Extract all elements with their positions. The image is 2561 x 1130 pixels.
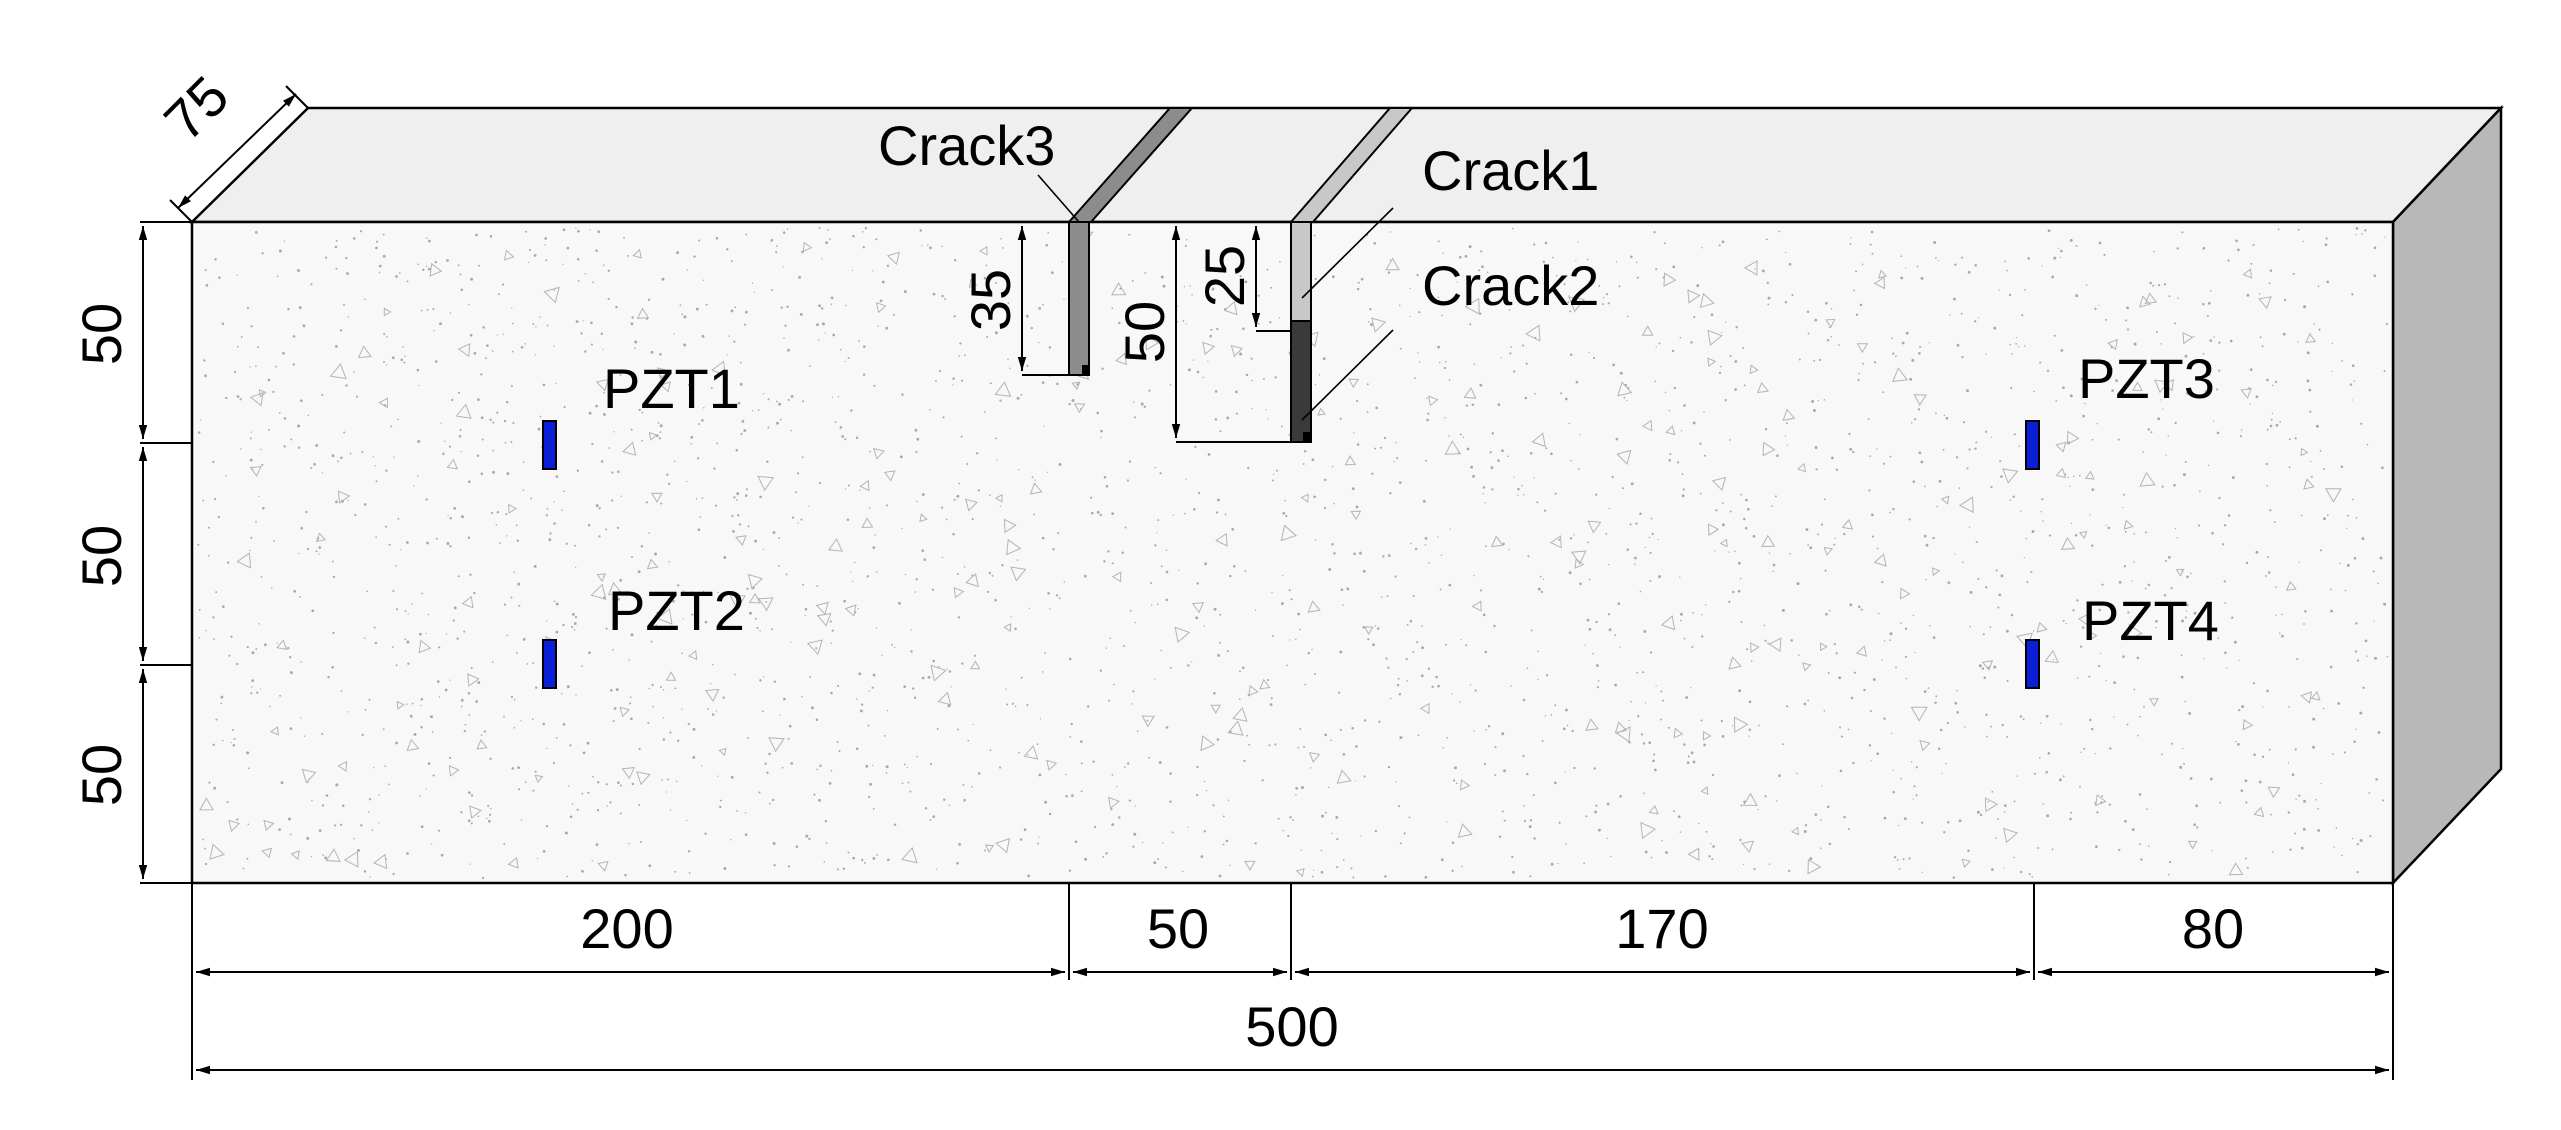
height-value-3: 50 (70, 744, 133, 806)
sensors: PZT1 PZT2 PZT3 PZT4 (542, 347, 2219, 689)
crack1-slot (1290, 221, 1312, 322)
pzt3-sensor (2025, 420, 2040, 470)
depth-ext-back (285, 85, 309, 109)
crack2-tip (1303, 432, 1311, 442)
pzt2-sensor (542, 639, 557, 689)
cracks (1066, 107, 1415, 443)
depth-dim-line (177, 93, 297, 209)
height-value-2: 50 (70, 525, 133, 587)
crack1-label: Crack1 (1422, 139, 1599, 202)
pzt3-label: PZT3 (2078, 347, 2215, 410)
concrete-texture (197, 226, 2389, 880)
beam-side-face (2391, 104, 2503, 887)
crack-labels: Crack3 Crack1 Crack2 (878, 114, 1599, 421)
crack3-tip (1082, 365, 1090, 375)
crack3-slot (1068, 221, 1090, 376)
pzt2-label: PZT2 (608, 579, 745, 642)
pzt1-sensor (542, 420, 557, 470)
crack2-leader (1301, 329, 1394, 421)
length-dimensions: 200 50 170 80 500 (191, 883, 2394, 1080)
crack2-label: Crack2 (1422, 254, 1599, 317)
depth-ext-front (169, 199, 193, 223)
crack3-label: Crack3 (878, 114, 1055, 177)
length-value-2: 50 (1147, 897, 1209, 960)
pzt4-label: PZT4 (2082, 589, 2219, 652)
length-value-total: 500 (1245, 995, 1338, 1058)
depth-value: 75 (152, 64, 241, 153)
crack3-leader (1037, 174, 1080, 223)
height-value-1: 50 (70, 303, 133, 365)
crack2-slot (1290, 320, 1312, 443)
pzt4-sensor (2025, 639, 2040, 689)
height-dimensions: 50 50 50 (70, 221, 192, 884)
pzt1-label: PZT1 (603, 357, 740, 420)
length-value-3: 170 (1615, 897, 1708, 960)
crack1-depth-value: 25 (1193, 245, 1256, 307)
length-value-4: 80 (2182, 897, 2244, 960)
crack1-leader (1301, 207, 1394, 299)
crack3-depth-value: 35 (959, 269, 1022, 331)
crack-depth-dimensions: 35 50 25 (959, 226, 1291, 443)
beam (188, 104, 2504, 887)
crack2-depth-value: 50 (1113, 301, 1176, 363)
length-value-1: 200 (580, 897, 673, 960)
